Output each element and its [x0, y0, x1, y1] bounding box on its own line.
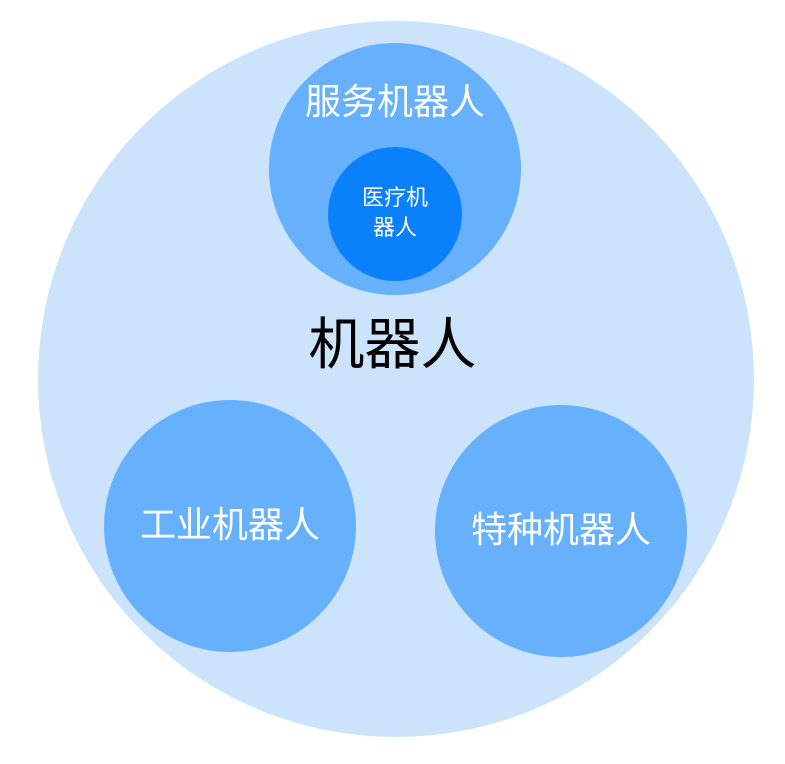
service-robots-label: 服务机器人 [304, 82, 485, 123]
industrial-robots-circle: 工业机器人 [104, 400, 356, 652]
robots-label: 机器人 [308, 313, 477, 378]
industrial-robots-label: 工业机器人 [139, 505, 320, 546]
medical-robots-circle: 医疗机器人 [328, 147, 462, 281]
special-robots-label: 特种机器人 [470, 510, 651, 551]
medical-robots-label: 医疗机器人 [361, 186, 428, 241]
special-robots-circle: 特种机器人 [435, 405, 687, 657]
